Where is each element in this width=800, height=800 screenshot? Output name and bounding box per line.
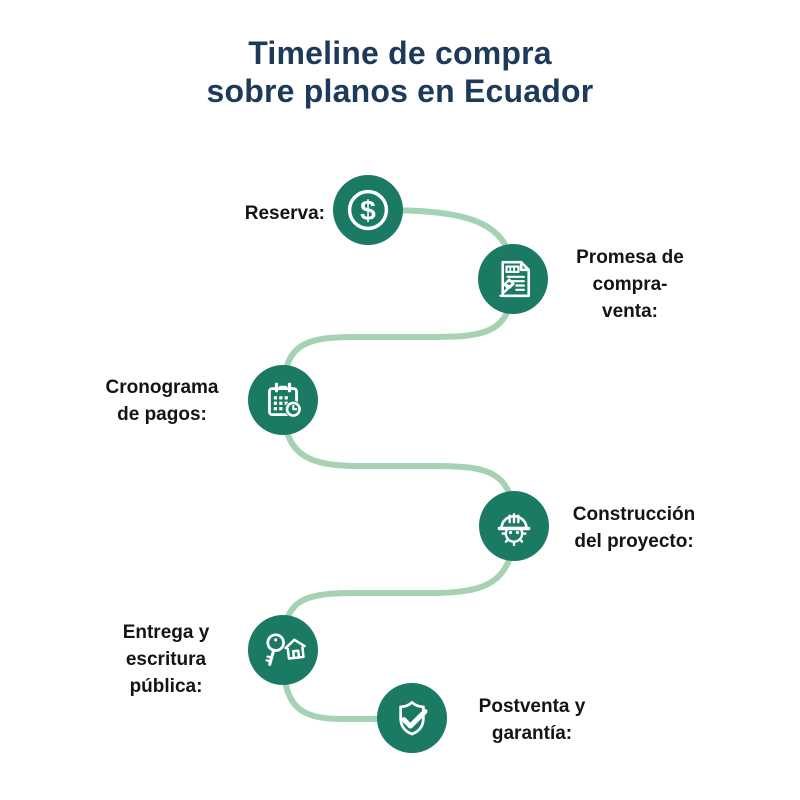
key-house-icon xyxy=(265,633,306,666)
timeline-node-reserva: $ xyxy=(333,175,403,245)
construction-helmet-icon xyxy=(497,513,531,547)
timeline-node-promesa xyxy=(478,244,548,314)
step-label-line: compra- xyxy=(592,274,668,295)
timeline-node-cronograma xyxy=(248,365,318,435)
step-label-line: Entrega y xyxy=(122,622,210,643)
shield-check-icon xyxy=(399,700,428,736)
timeline-node-entrega xyxy=(248,615,318,685)
step-label-line: Postventa y xyxy=(478,696,586,717)
step-label-line: Reserva: xyxy=(244,203,325,224)
step-label-postventa: Postventa y garantía: xyxy=(437,693,627,747)
step-label-line: pública: xyxy=(129,676,203,697)
step-label-line: venta: xyxy=(602,301,658,322)
payment-calendar-icon xyxy=(268,382,302,418)
step-label-line: Construcción xyxy=(572,504,696,525)
step-label-cronograma: Cronograma de pagos: xyxy=(58,374,266,428)
dollar-coin-icon: $ xyxy=(347,189,389,231)
page-title: Timeline de compra sobre planos en Ecuad… xyxy=(0,34,800,110)
step-label-line: del proyecto: xyxy=(574,531,694,552)
step-label-line: escritura xyxy=(125,649,207,670)
svg-text:$: $ xyxy=(360,195,376,226)
step-label-line: garantía: xyxy=(491,723,573,744)
contract-gavel-icon xyxy=(499,260,531,298)
step-label-entrega: Entrega y escritura pública: xyxy=(76,619,256,700)
step-label-line: Cronograma xyxy=(105,377,219,398)
step-label-line: Promesa de xyxy=(576,247,684,268)
page-title-line2: sobre planos en Ecuador xyxy=(206,73,594,109)
timeline-node-postventa xyxy=(377,683,447,753)
step-label-reserva: Reserva: xyxy=(175,200,325,227)
page-title-line1: Timeline de compra xyxy=(248,35,552,71)
step-label-construccion: Construcción del proyecto: xyxy=(534,501,734,555)
timeline-node-construccion xyxy=(479,491,549,561)
step-label-promesa: Promesa de compra- venta: xyxy=(535,244,725,325)
step-label-line: de pagos: xyxy=(117,404,207,425)
